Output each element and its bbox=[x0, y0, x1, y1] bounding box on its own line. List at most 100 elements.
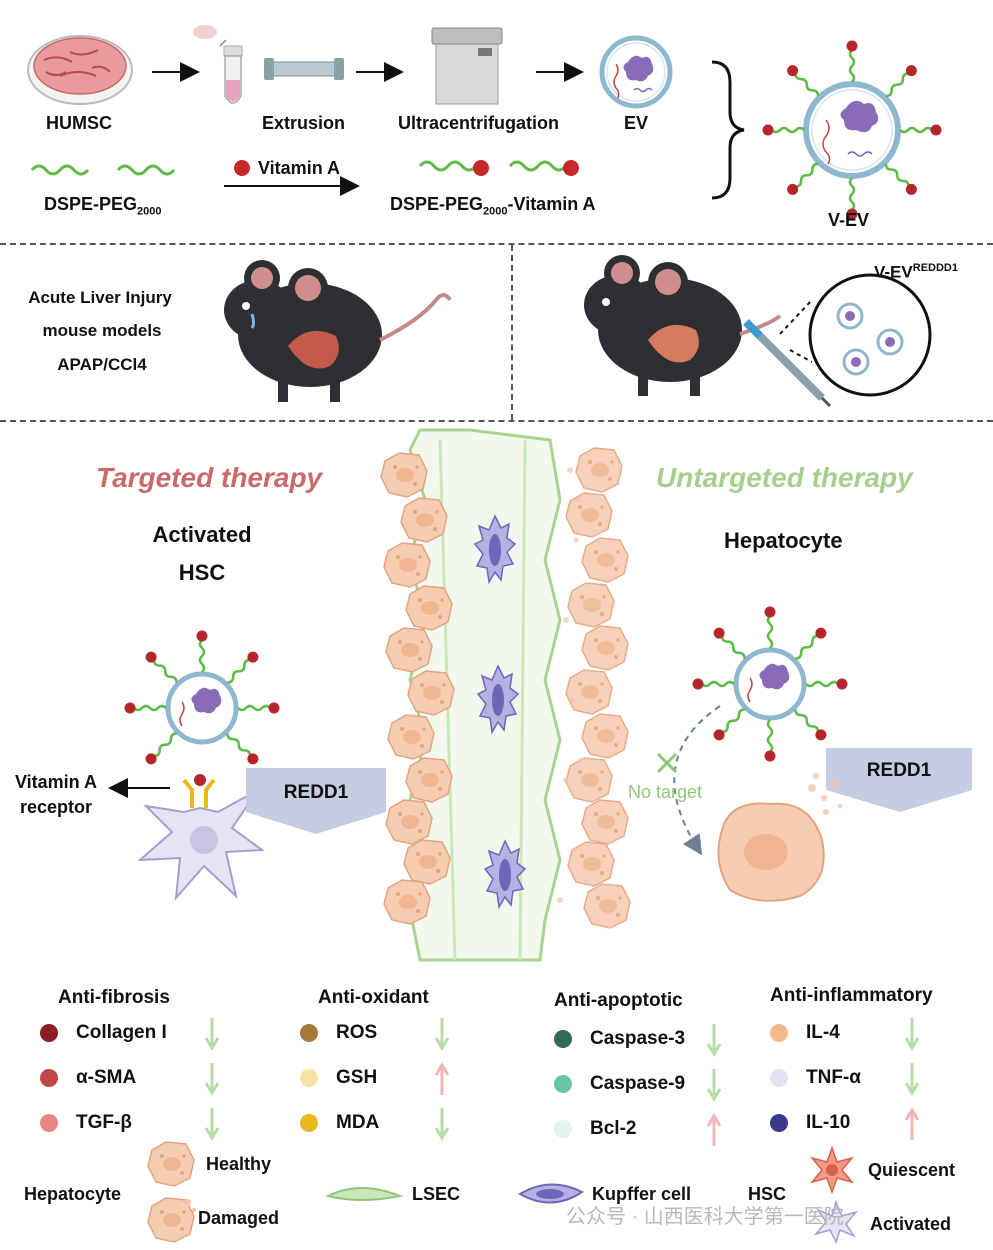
label-no-target: No target bbox=[628, 782, 703, 802]
label-cell-lsec: LSEC bbox=[412, 1184, 461, 1204]
label-hsc: HSC bbox=[178, 560, 226, 585]
hepatocyte-column-left bbox=[380, 452, 455, 925]
petri-dish-icon bbox=[27, 35, 133, 105]
down-arrow-icon bbox=[904, 1018, 920, 1051]
label-redd1-right: REDD1 bbox=[866, 760, 932, 781]
damage-speckles bbox=[557, 467, 582, 903]
mouse-injured-icon bbox=[224, 260, 452, 402]
up-arrow-icon bbox=[706, 1113, 722, 1146]
legend-group-title: Anti-inflammatory bbox=[770, 985, 933, 1006]
ev-vesicle-icon bbox=[602, 38, 670, 106]
down-arrow-icon bbox=[204, 1063, 220, 1096]
label-ultracentrifugation: Ultracentrifugation bbox=[398, 113, 560, 133]
label-ev: EV bbox=[624, 113, 649, 133]
v-ev-redd1-text: V-EV bbox=[874, 262, 913, 282]
down-arrow-icon bbox=[434, 1018, 450, 1051]
legend-item-label: Collagen I bbox=[76, 1022, 167, 1043]
legend-item-label: TGF-β bbox=[76, 1112, 132, 1133]
legend-color-dot bbox=[40, 1114, 58, 1132]
label-model-line1: Acute Liver Injury bbox=[28, 288, 172, 307]
v-ev-targeted-icon bbox=[123, 629, 281, 768]
legend-item-label: MDA bbox=[336, 1112, 380, 1133]
legend-item-label: IL-10 bbox=[806, 1112, 851, 1133]
brace-icon bbox=[711, 60, 745, 200]
v-ev-icon bbox=[761, 39, 943, 221]
extruder-icon bbox=[264, 58, 344, 80]
separator-middle bbox=[0, 420, 993, 422]
dspe-peg-va-icon bbox=[418, 160, 568, 172]
legend-color-dot bbox=[300, 1024, 318, 1042]
legend-item-label: ROS bbox=[336, 1022, 378, 1043]
down-arrow-icon bbox=[904, 1063, 920, 1096]
activated-hsc-legend-icon bbox=[813, 1199, 859, 1244]
healthy-hepatocyte-icon bbox=[147, 1141, 195, 1187]
label-redd1-left: REDD1 bbox=[283, 782, 349, 803]
legend-color-dot bbox=[554, 1030, 572, 1048]
label-cell-hsc: HSC bbox=[748, 1184, 787, 1204]
legend-color-dot bbox=[770, 1069, 788, 1087]
centrifuge-tube-icon bbox=[193, 25, 243, 104]
legend-item-label: α-SMA bbox=[76, 1067, 137, 1088]
legend-item-label: TNF-α bbox=[806, 1067, 861, 1088]
legend-color-dot bbox=[770, 1024, 788, 1042]
ultracentrifuge-icon bbox=[431, 27, 503, 105]
quiescent-hsc-icon bbox=[809, 1145, 855, 1195]
legend-color-dot bbox=[300, 1114, 318, 1132]
lsec-legend-icon bbox=[325, 1187, 404, 1201]
dspe-peg-text: DSPE-PEG bbox=[44, 194, 138, 214]
label-vitamin-a-receptor-2: receptor bbox=[19, 797, 93, 817]
dspe-peg-subscript: 2000 bbox=[137, 205, 162, 218]
hepatocyte-column-right bbox=[565, 447, 631, 929]
legend-color-dot bbox=[300, 1069, 318, 1087]
vitamin-a-receptor-icon bbox=[182, 774, 216, 808]
label-targeted-therapy: Targeted therapy bbox=[96, 462, 323, 493]
label-dspe-peg: DSPE-PEG2000 bbox=[44, 194, 162, 218]
label-humsc: HUMSC bbox=[46, 113, 112, 133]
down-arrow-icon bbox=[204, 1018, 220, 1051]
label-extrusion: Extrusion bbox=[262, 113, 346, 133]
label-model-line3: APAP/CCl4 bbox=[57, 355, 147, 374]
label-cell-activated: Activated bbox=[870, 1214, 952, 1234]
label-vitamin-a: Vitamin A bbox=[258, 158, 341, 178]
separator-vertical bbox=[511, 245, 513, 420]
label-cell-damaged: Damaged bbox=[198, 1208, 280, 1228]
legend-group-title: Anti-fibrosis bbox=[58, 987, 170, 1008]
syringe-icon bbox=[743, 319, 832, 408]
dspe-peg-va-suffix: -Vitamin A bbox=[507, 194, 596, 214]
legend-item-label: Caspase-3 bbox=[590, 1028, 686, 1049]
label-hepatocyte: Hepatocyte bbox=[724, 528, 843, 553]
label-dspe-peg-va: DSPE-PEG2000-Vitamin A bbox=[390, 194, 596, 218]
v-ev-untargeted-icon bbox=[691, 605, 849, 763]
down-arrow-icon bbox=[434, 1108, 450, 1141]
legend-color-dot bbox=[770, 1114, 788, 1132]
zoom-circle-icon bbox=[808, 273, 932, 397]
legend-color-dot bbox=[40, 1069, 58, 1087]
activated-hsc-icon bbox=[137, 789, 265, 902]
legend-item-label: IL-4 bbox=[806, 1022, 840, 1043]
label-cell-healthy: Healthy bbox=[206, 1154, 272, 1174]
damaged-hepatocyte-icon bbox=[717, 773, 843, 902]
up-arrow-icon bbox=[434, 1062, 450, 1095]
legend-color-dot bbox=[554, 1120, 572, 1138]
down-arrow-icon bbox=[706, 1069, 722, 1102]
legend-group-title: Anti-oxidant bbox=[318, 987, 429, 1008]
damaged-hepatocyte-legend-icon bbox=[147, 1197, 196, 1243]
vitamin-a-dot-icon bbox=[234, 160, 250, 176]
label-cell-hepatocyte: Hepatocyte bbox=[24, 1184, 122, 1204]
legend-item-label: GSH bbox=[336, 1067, 378, 1088]
legend-color-dot bbox=[554, 1075, 572, 1093]
label-cell-kupffer: Kupffer cell bbox=[592, 1184, 692, 1204]
label-untargeted-therapy: Untargeted therapy bbox=[656, 462, 913, 493]
down-arrow-icon bbox=[204, 1108, 220, 1141]
no-target-path bbox=[673, 705, 721, 856]
down-arrow-icon bbox=[706, 1024, 722, 1057]
kupffer-legend-icon bbox=[518, 1183, 584, 1204]
redd1-box-right bbox=[826, 748, 972, 812]
legend-item-label: Bcl-2 bbox=[590, 1118, 637, 1139]
legend-item-label: Caspase-9 bbox=[590, 1073, 686, 1094]
v-ev-redd1-superscript: REDDD1 bbox=[912, 262, 958, 274]
mouse-treated-icon bbox=[584, 255, 782, 396]
redd1-box-left bbox=[246, 768, 386, 834]
label-activated: Activated bbox=[152, 522, 252, 547]
